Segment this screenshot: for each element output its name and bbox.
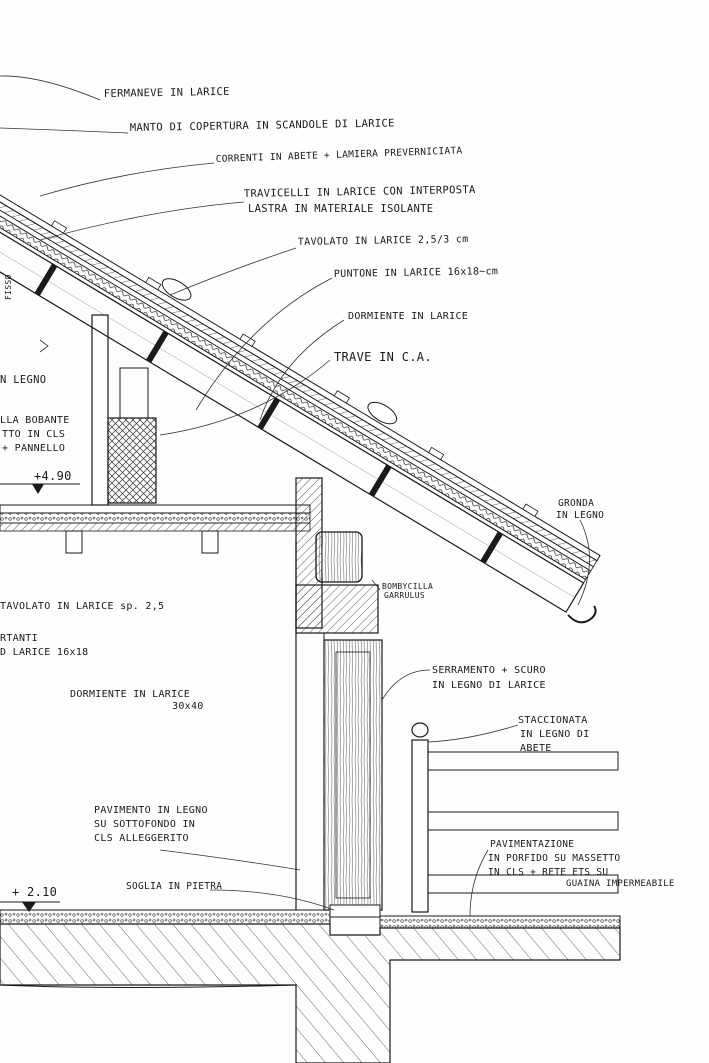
ground-line xyxy=(0,984,297,988)
floor-boards xyxy=(0,522,311,532)
label-fermaneve: FERMANEVE IN LARICE xyxy=(103,85,230,101)
label-dormiente-mid-1: DORMIENTE IN LARICE xyxy=(70,689,191,700)
fence-rail-1 xyxy=(427,751,619,771)
label-pavimento-3: CLS ALLEGGERITO xyxy=(94,833,189,844)
label-fisso: FISSO xyxy=(4,274,13,300)
label-left-legno: N LEGNO xyxy=(0,374,47,386)
label-portanti-2: D LARICE 16x18 xyxy=(0,647,89,658)
gutter xyxy=(567,605,597,624)
label-gronda-2: IN LEGNO xyxy=(556,510,605,521)
label-level-lower: + 2.10 xyxy=(12,885,58,899)
label-staccionata-3: ABETE xyxy=(520,743,552,754)
fence-rail-2 xyxy=(427,811,619,831)
floor-beam-left xyxy=(65,530,83,554)
post-block-top xyxy=(119,367,149,419)
threshold xyxy=(329,904,381,918)
label-pavimento-2: SU SOTTOFONDO IN xyxy=(94,819,196,830)
label-trave: TRAVE IN C.A. xyxy=(334,350,432,364)
label-pavimento-1: PAVIMENTO IN LEGNO xyxy=(94,805,208,816)
label-pavimentazione-2: IN PORFIDO SU MASSETTO xyxy=(488,853,621,864)
label-left-bobante: LLA BOBANTE xyxy=(0,415,70,426)
vertical-post xyxy=(91,314,109,506)
label-tavolato-floor: TAVOLATO IN LARICE sp. 2,5 xyxy=(0,601,165,612)
level-marker-upper xyxy=(32,484,44,494)
label-dormiente-mid-2: 30x40 xyxy=(172,701,204,712)
label-gronda-1: GRONDA xyxy=(558,498,595,509)
label-dormiente-top: DORMIENTE IN LARICE xyxy=(348,311,469,322)
label-staccionata-2: IN LEGNO DI xyxy=(520,729,590,740)
floor-insulation xyxy=(0,512,311,524)
label-portanti-1: RTANTI xyxy=(0,633,38,644)
label-staccionata-1: STACCIONATA xyxy=(518,715,588,726)
label-serramento-1: SERRAMENTO + SCURO xyxy=(432,665,546,676)
window-frame xyxy=(323,639,383,911)
label-pavimentazione-3: IN CLS + RETE ETS SU xyxy=(488,867,609,878)
fence-rail-3 xyxy=(427,874,619,894)
label-left-pannello: + PANNELLO xyxy=(2,443,66,454)
floor-beam-right xyxy=(201,530,219,554)
label-serramento-2: IN LEGNO DI LARICE xyxy=(432,680,546,691)
label-left-cls: TTO IN CLS xyxy=(2,429,66,440)
leader-lines xyxy=(0,75,590,917)
label-travicelli-2: LASTRA IN MATERIALE ISOLANTE xyxy=(248,203,434,215)
label-level-upper: +4.90 xyxy=(34,469,72,483)
label-pavimentazione-4: GUAINA IMPERMEABILE xyxy=(566,879,675,889)
label-bombycilla-2: GARRULUS xyxy=(384,591,425,600)
interior-floor xyxy=(0,909,331,925)
wall-header xyxy=(295,584,379,634)
level-marker-lower xyxy=(22,902,36,912)
foundation xyxy=(0,923,621,1063)
dormiente-log xyxy=(315,531,363,583)
floor-slab xyxy=(0,504,311,514)
post-block-hatched xyxy=(107,417,157,504)
label-pavimentazione-1: PAVIMENTAZIONE xyxy=(490,839,575,850)
label-soglia: SOGLIA IN PIETRA xyxy=(126,881,223,892)
label-bombycilla-1: BOMBYCILLA xyxy=(382,582,434,591)
fence-post xyxy=(411,739,429,913)
exterior-paving xyxy=(379,915,621,929)
